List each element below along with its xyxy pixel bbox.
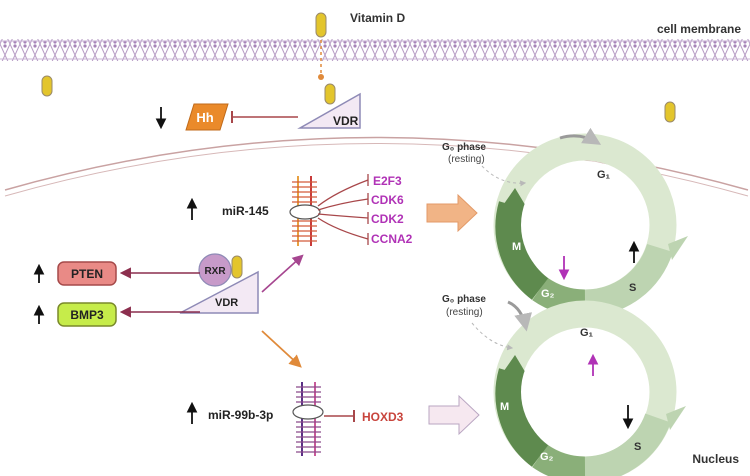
bmp3-label: BMP3: [70, 308, 104, 322]
cycle2-g2-label: G₂: [540, 451, 554, 463]
vitamin-d-capsule-bound: [324, 83, 336, 105]
vdr-mid-label: VDR: [215, 297, 238, 309]
vdr-top-label: VDR: [333, 114, 359, 128]
vitamin-d-capsule-right: [664, 101, 676, 123]
cdk6-label: CDK6: [371, 193, 404, 207]
e2f3-label: E2F3: [373, 174, 402, 188]
mir-145-inhibitions: [317, 174, 369, 245]
mir-145-label: miR-145: [222, 204, 269, 218]
pten-box: [57, 261, 117, 286]
mir-99b-label: miR-99b-3p: [208, 408, 273, 422]
cycle2-g0-sub: (resting): [446, 307, 483, 318]
bmp3-box: [57, 302, 117, 327]
vitamin-d-dot: [318, 74, 324, 80]
nucleus-label: Nucleus: [692, 452, 739, 466]
mir-145-structure: [289, 176, 321, 246]
rxr-circle: [198, 253, 232, 287]
cycle1-g0-label: G₀ phase: [442, 142, 486, 153]
cell-cycle-upper: [481, 127, 688, 317]
hoxd3-label: HOXD3: [362, 410, 404, 424]
cdk2-label: CDK2: [371, 212, 404, 226]
ccna2-label: CCNA2: [371, 232, 413, 246]
mir-99b-structure: [292, 382, 324, 456]
vitamin-d-capsule-complex: [231, 255, 243, 279]
vdr-receptor-top: [297, 92, 361, 129]
cycle2-g1-label: G₁: [580, 327, 594, 339]
cell-membrane-label: cell membrane: [657, 22, 741, 36]
hoxd3-inhibition: [324, 410, 355, 422]
arrow-to-mir-99b: [261, 330, 302, 368]
rxr-label: RXR: [204, 266, 226, 277]
hh-inhibition: [231, 111, 298, 123]
cycle2-g0-label: G₀ phase: [442, 294, 486, 305]
vitamin-d-capsule-top: [315, 12, 327, 38]
arrow-to-mir-145: [261, 254, 304, 293]
vitamin-d-label: Vitamin D: [350, 11, 405, 25]
cycle1-g2-label: G₂: [541, 288, 555, 300]
hh-parallelogram: [185, 103, 229, 131]
hh-label: Hh: [196, 110, 213, 125]
effect-arrow-upper: [426, 193, 478, 233]
pten-label: PTEN: [71, 267, 103, 281]
vitamin-d-capsule-left: [41, 75, 53, 97]
cell-cycle-lower: [471, 300, 686, 476]
cycle1-g0-sub: (resting): [448, 154, 485, 165]
cycle2-m-label: M: [500, 401, 509, 413]
cycle1-s-label: S: [629, 282, 636, 294]
cycle1-m-label: M: [512, 241, 521, 253]
effect-arrow-lower: [428, 394, 480, 436]
cycle2-s-label: S: [634, 441, 641, 453]
cycle1-g1-label: G₁: [597, 169, 611, 181]
vdr-receptor-mid: [179, 270, 259, 314]
cell-membrane: [0, 39, 750, 61]
